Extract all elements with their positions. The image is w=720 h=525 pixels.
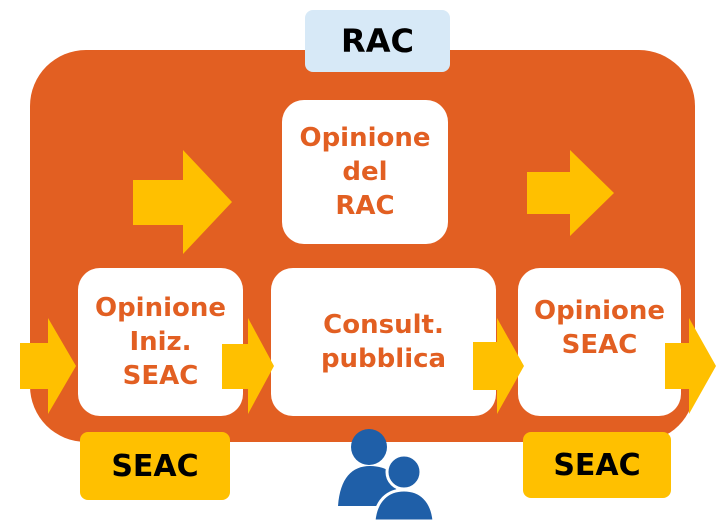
people-group-icon xyxy=(338,429,436,523)
seac-opinion-box: Opinione SEAC xyxy=(518,268,681,416)
right-arrow-icon xyxy=(222,318,274,414)
right-arrow-icon xyxy=(133,150,232,254)
rac-label: RAC xyxy=(305,10,450,72)
right-arrow-icon xyxy=(20,318,76,414)
rac-opinion-box: Opinione del RAC xyxy=(282,100,448,244)
seac-label-right: SEAC xyxy=(523,432,671,498)
initial-seac-opinion-box: Opinione Iniz. SEAC xyxy=(78,268,243,416)
right-arrow-icon xyxy=(527,150,614,236)
right-arrow-icon xyxy=(473,318,524,414)
seac-label-left: SEAC xyxy=(80,432,230,500)
public-consultation-box: Consult. pubblica xyxy=(271,268,496,416)
right-arrow-icon xyxy=(665,318,716,414)
